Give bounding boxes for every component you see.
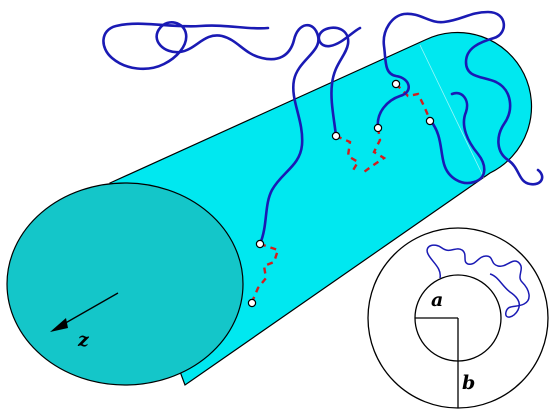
anchor-segments [250,83,432,303]
polymer-tethers [102,10,544,246]
anchor-segment-4 [395,83,432,121]
anchor-points [247,79,435,308]
anchor-point [391,79,401,89]
polymer-chain-4 [428,91,486,185]
anchor-point [373,123,383,133]
anchor-segment-1 [250,242,280,303]
polymer-chain-1 [102,21,320,246]
z-axis-arrow [50,292,119,332]
z-axis-label: z [77,329,90,351]
anchor-point [255,239,265,249]
cross-section-inset [367,227,549,409]
anchor-point [331,131,341,141]
inset-polymer-chain [426,244,530,318]
cylinder-end-face [6,182,244,386]
anchor-point [247,298,257,308]
polymer-chain-3 [376,10,544,186]
cylinder-seam [419,44,485,179]
inner-radius-label: a [431,289,443,311]
outer-radius-label: b [462,372,475,394]
polymer-chain-2 [317,26,362,138]
anchor-segment-2 [335,134,360,173]
anchor-point [425,116,435,126]
